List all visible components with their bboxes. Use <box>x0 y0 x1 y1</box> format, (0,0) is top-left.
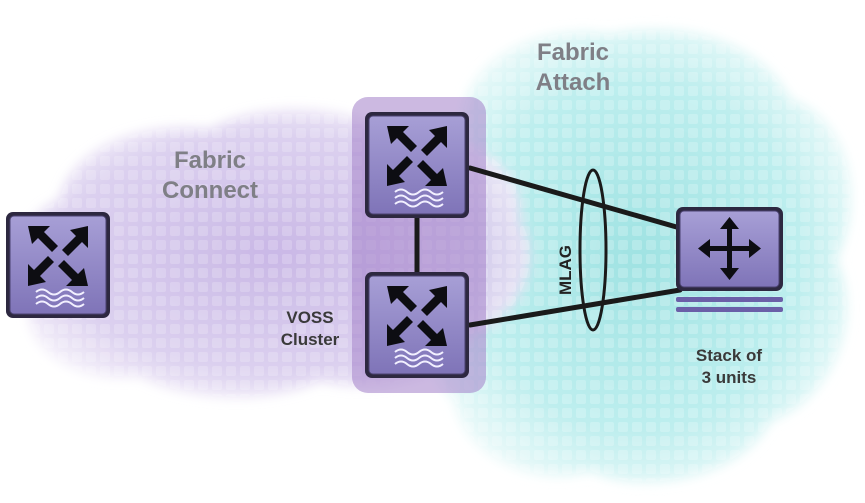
voss-switch-bottom[interactable] <box>365 272 469 378</box>
four-way-arrows-icon <box>698 217 761 280</box>
fabric-attach-label: Fabric Attach <box>535 39 611 96</box>
voss-cluster-label: VOSS Cluster <box>280 308 340 349</box>
links <box>414 165 683 328</box>
fabric-switch-icon <box>28 226 88 308</box>
fabric-attach-cloud <box>427 30 850 482</box>
uplink-top <box>467 165 683 231</box>
fabric-connect-label: Fabric Connect <box>162 147 258 204</box>
uplink-bottom <box>467 287 683 328</box>
fabric-switch-icon <box>387 126 447 208</box>
fabric-switch-left[interactable] <box>6 212 110 318</box>
mlag-label: MLAG <box>556 244 575 296</box>
voss-switch-top[interactable] <box>365 112 469 218</box>
stack-unit-2 <box>676 297 783 302</box>
mlag-ellipse <box>578 168 608 332</box>
stack-label: Stack of 3 units <box>695 346 763 387</box>
fabric-switch-icon <box>387 286 447 368</box>
stack-switch[interactable] <box>676 207 783 312</box>
stack-unit-3 <box>676 307 783 312</box>
